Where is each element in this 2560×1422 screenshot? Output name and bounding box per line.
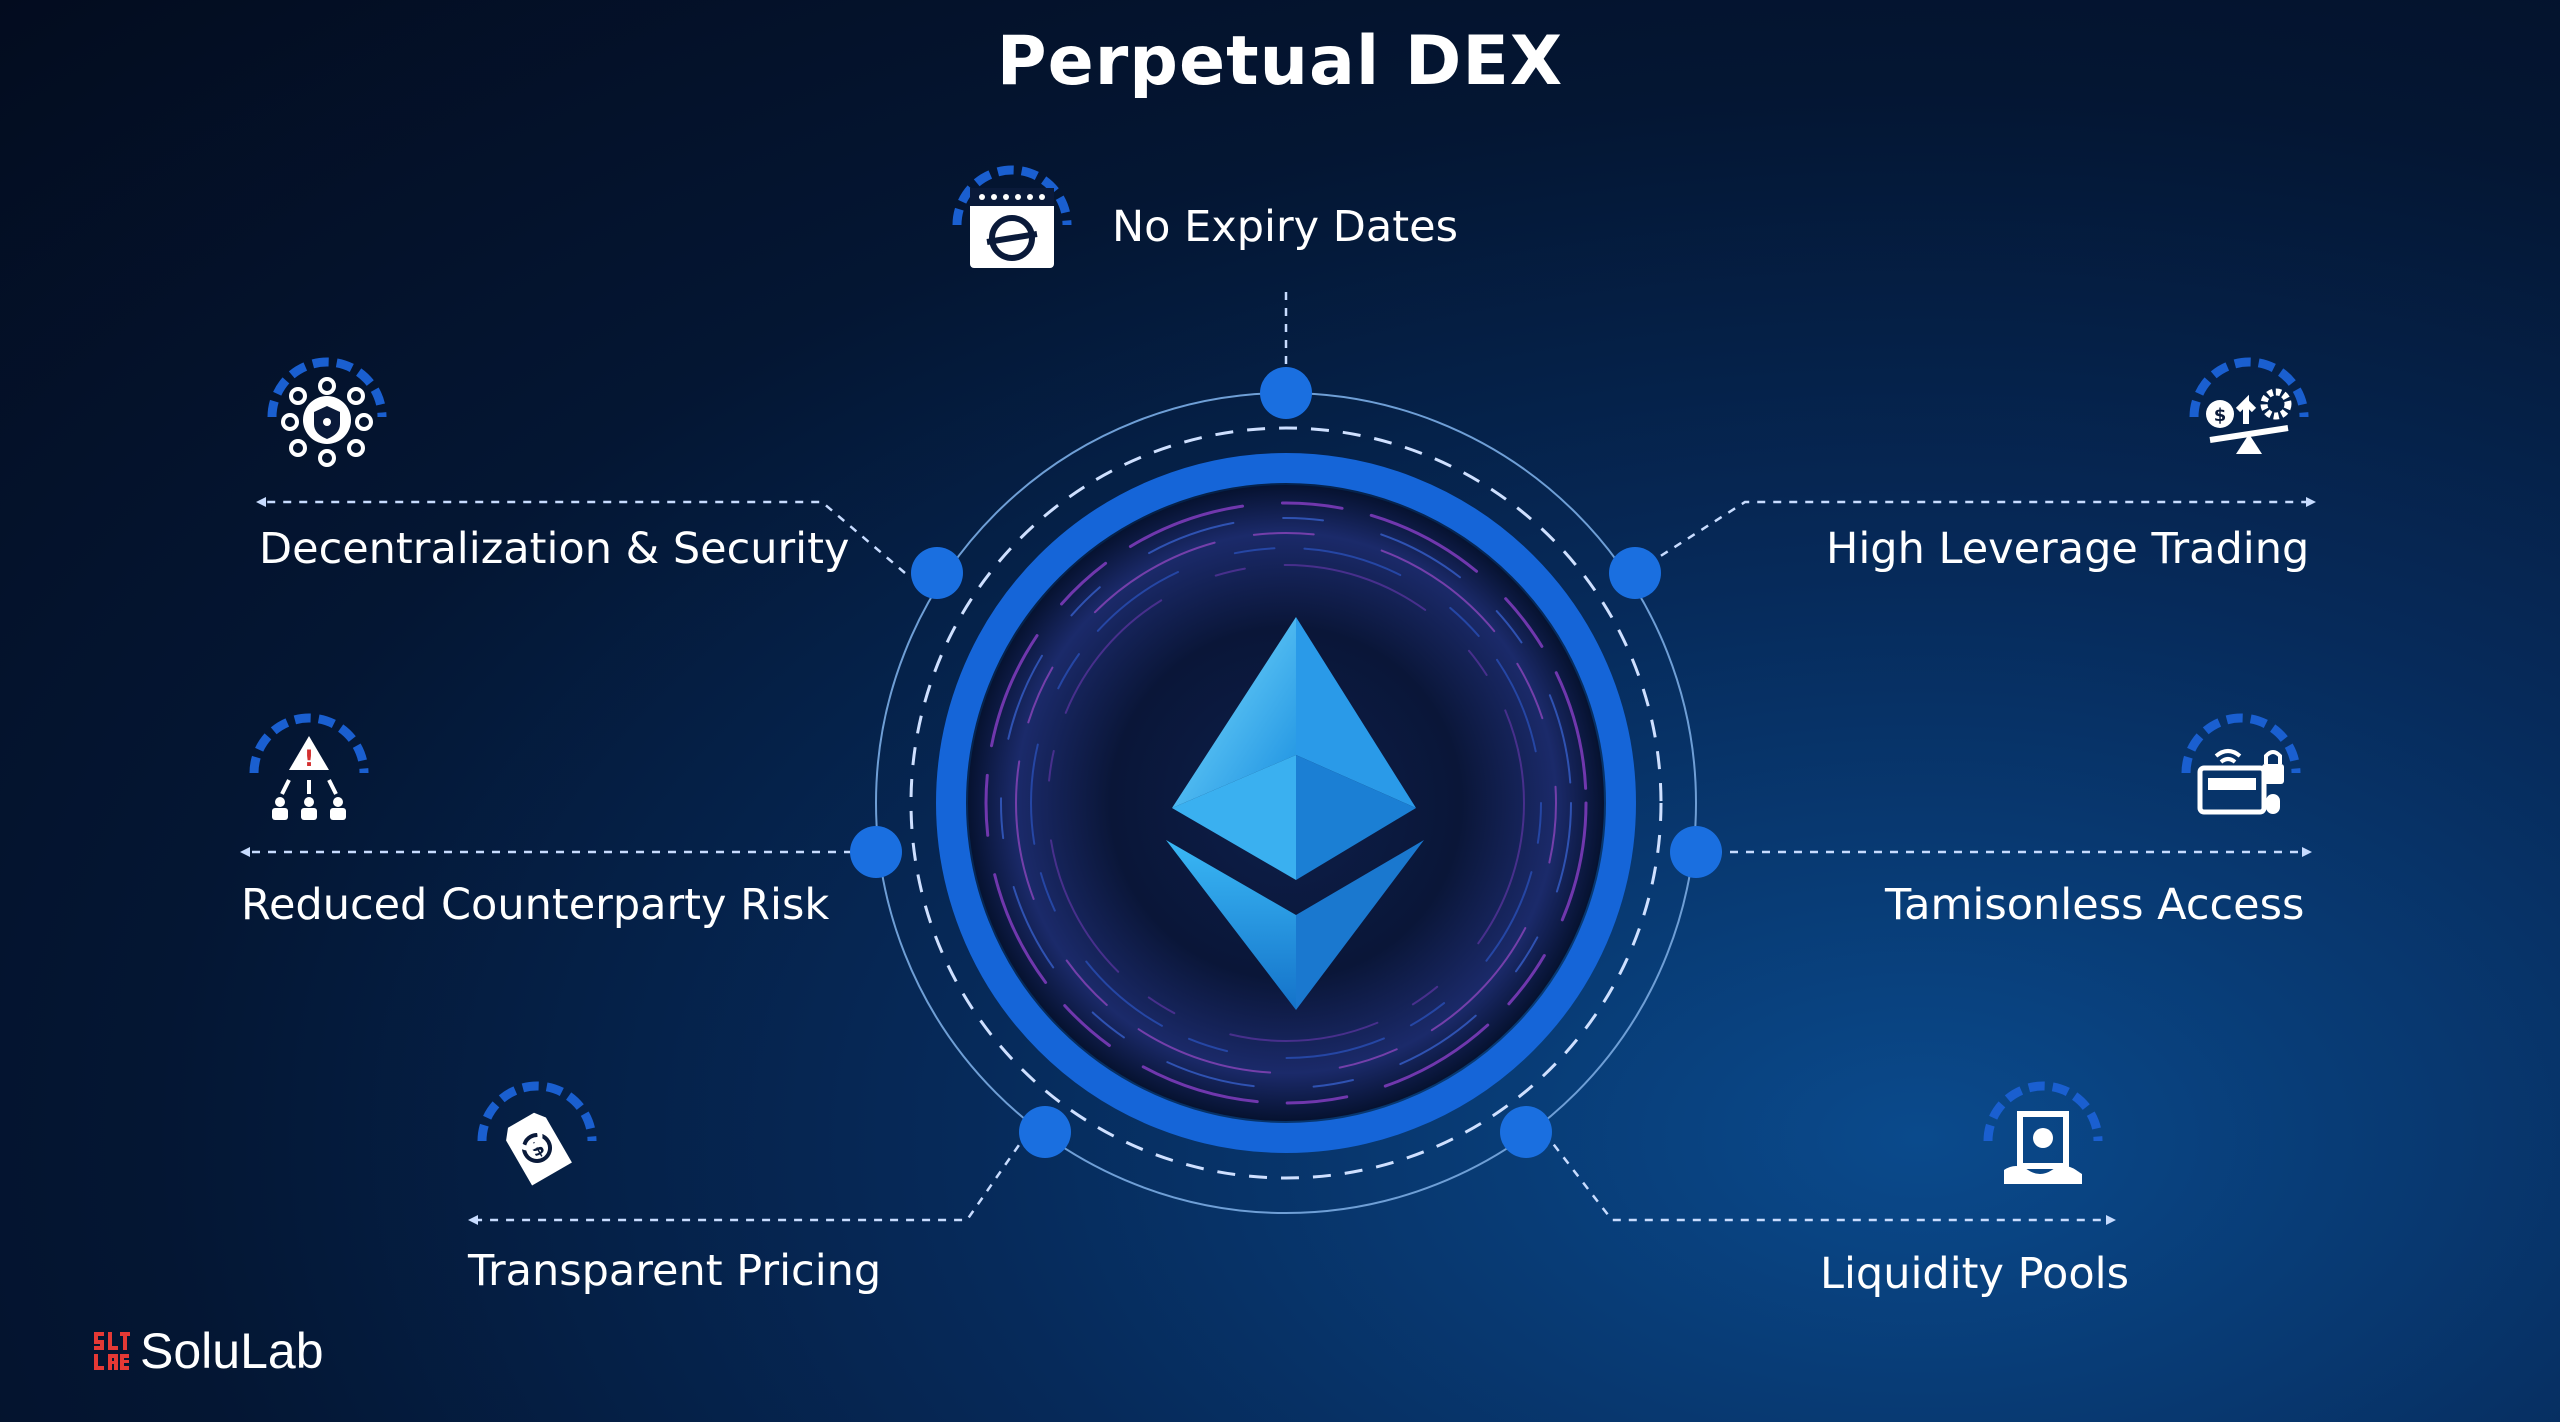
risk-warning-icon: ! xyxy=(234,698,384,848)
solulab-logo: SoluLab xyxy=(92,1322,324,1380)
feature-label-liquidity-pools: Liquidity Pools xyxy=(1820,1249,2129,1299)
svg-text:$: $ xyxy=(2214,405,2227,426)
swirl-rings xyxy=(984,501,1588,1105)
network-shield-icon xyxy=(252,342,402,492)
feature-label-transparent-pricing: Transparent Pricing xyxy=(468,1246,882,1296)
feature-label-tamisonless: Tamisonless Access xyxy=(1885,880,2305,930)
feature-label-decentralization: Decentralization & Security xyxy=(259,524,850,574)
feature-label-no-expiry: No Expiry Dates xyxy=(1112,202,1458,252)
secure-access-icon xyxy=(2166,698,2316,848)
arrowheads xyxy=(240,497,2316,1225)
logo-text: SoluLab xyxy=(140,1323,324,1379)
feature-label-high-leverage: High Leverage Trading xyxy=(1826,524,2310,574)
price-tag-icon: $ xyxy=(462,1066,612,1216)
ethereum-logo-icon xyxy=(1166,617,1424,1010)
core-ring xyxy=(936,453,1636,1153)
svg-text:!: ! xyxy=(304,747,314,772)
liquidity-pool-icon xyxy=(1968,1066,2118,1216)
page-title: Perpetual DEX xyxy=(996,22,1564,101)
solulab-logo-mark-icon xyxy=(94,1332,130,1370)
ring-nodes xyxy=(850,367,1722,1158)
dashed-ring xyxy=(909,426,1663,1180)
feature-label-reduced-risk: Reduced Counterparty Risk xyxy=(241,880,830,930)
leverage-scale-icon: $ xyxy=(2174,342,2324,492)
calendar-icon xyxy=(937,150,1087,300)
